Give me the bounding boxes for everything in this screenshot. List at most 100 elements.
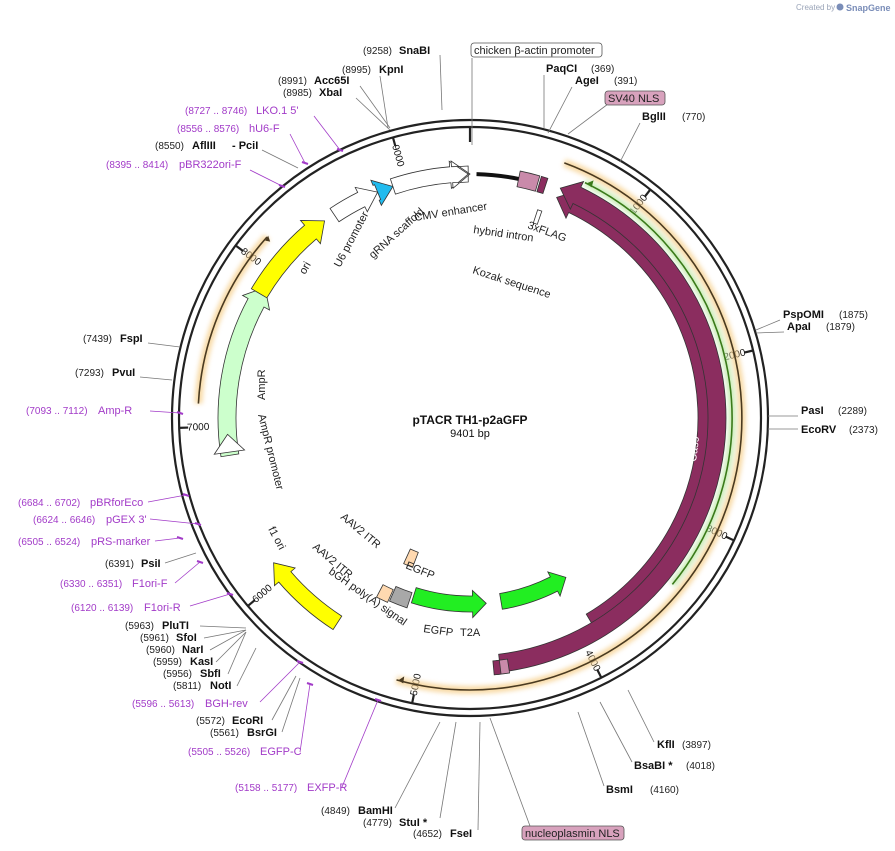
pvui-leader bbox=[139, 376, 173, 381]
svg-text:F1ori-F: F1ori-F bbox=[132, 578, 168, 590]
svg-text:ApaI: ApaI bbox=[787, 321, 811, 333]
svg-text:BsmI: BsmI bbox=[606, 784, 633, 796]
svg-text:(7439): (7439) bbox=[83, 334, 112, 345]
svg-text:- PciI: - PciI bbox=[232, 140, 258, 152]
svg-text:(7093 .. 7112): (7093 .. 7112) bbox=[26, 406, 88, 417]
ori-label: ori bbox=[297, 260, 314, 277]
primer-mark-6 bbox=[176, 536, 184, 540]
psii-leader bbox=[164, 552, 197, 564]
nls-box bbox=[536, 175, 549, 195]
svg-text:pBRforEco: pBRforEco bbox=[90, 497, 143, 509]
kasi-leader bbox=[215, 631, 247, 663]
fsei-leader bbox=[477, 721, 481, 831]
svg-text:NotI: NotI bbox=[210, 680, 231, 692]
primer-mark-0 bbox=[336, 148, 344, 152]
pbr322ori-leader bbox=[249, 169, 283, 187]
svg-text:BsaBI *: BsaBI * bbox=[634, 760, 673, 772]
f1-ori-band bbox=[273, 562, 343, 631]
tick-5000 bbox=[411, 694, 416, 704]
tick-label-7000: 7000 bbox=[187, 422, 210, 434]
grna-scaffold-label: gRNA scaffold bbox=[367, 206, 427, 261]
svg-text:AgeI: AgeI bbox=[575, 75, 599, 87]
bsabi-leader bbox=[599, 701, 633, 763]
afliii-leader bbox=[261, 149, 299, 169]
svg-text:(5505 .. 5526): (5505 .. 5526) bbox=[188, 747, 250, 758]
cmv-enhancer-band-end bbox=[450, 160, 471, 190]
primer-mark-9 bbox=[296, 660, 304, 664]
svg-text:(5959): (5959) bbox=[153, 657, 182, 668]
fspi-leader bbox=[147, 342, 181, 348]
svg-text:(1875): (1875) bbox=[839, 310, 868, 321]
svg-text:(2289): (2289) bbox=[838, 406, 867, 417]
svg-text:(5956): (5956) bbox=[163, 669, 192, 680]
svg-text:EXFP-R: EXFP-R bbox=[307, 782, 347, 794]
cas9-outer-label: Cas9 bbox=[687, 435, 702, 462]
primer-mark-5 bbox=[194, 522, 202, 526]
green-arc-head bbox=[586, 180, 594, 188]
svg-text:(3897): (3897) bbox=[682, 740, 711, 751]
svg-text:Amp-R: Amp-R bbox=[98, 405, 132, 417]
svg-text:FspI: FspI bbox=[120, 333, 143, 345]
tick-label-6000: 6000 bbox=[251, 582, 275, 605]
svg-text:pGEX 3': pGEX 3' bbox=[106, 514, 147, 526]
svg-text:KflI: KflI bbox=[657, 739, 675, 751]
svg-text:(2373): (2373) bbox=[849, 425, 878, 436]
svg-text:(5158 .. 5177): (5158 .. 5177) bbox=[235, 783, 297, 794]
u6-promoter-band bbox=[329, 186, 379, 223]
primer-mark-3 bbox=[176, 411, 184, 415]
svg-text:(8991): (8991) bbox=[278, 76, 307, 87]
aav2-itr-box-2 bbox=[376, 584, 394, 603]
features bbox=[213, 160, 727, 676]
tick-6000 bbox=[247, 599, 256, 607]
tick-2000 bbox=[744, 349, 754, 354]
svg-text:KpnI: KpnI bbox=[379, 64, 403, 76]
svg-text:(8727 .. 8746): (8727 .. 8746) bbox=[185, 106, 247, 117]
svg-text:pRS-marker: pRS-marker bbox=[91, 536, 151, 548]
svg-text:(6120 .. 6139): (6120 .. 6139) bbox=[71, 603, 133, 614]
bsmi-leader bbox=[577, 711, 605, 787]
green-arc bbox=[584, 181, 733, 585]
svg-text:BsrGI: BsrGI bbox=[247, 727, 277, 739]
plasmid-name: pTACR TH1-p2aGFP bbox=[412, 413, 527, 427]
sv40-leader bbox=[567, 103, 609, 135]
svg-text:nucleoplasmin NLS: nucleoplasmin NLS bbox=[525, 828, 620, 840]
ampr-promoter-label: AmpR promoter bbox=[255, 413, 286, 492]
svg-text:F1ori-R: F1ori-R bbox=[144, 602, 181, 614]
ecori-leader bbox=[271, 675, 297, 721]
svg-text:hU6-F: hU6-F bbox=[249, 123, 280, 135]
flag-box bbox=[516, 170, 541, 192]
svg-text:EcoRV: EcoRV bbox=[801, 424, 837, 436]
svg-text:(6330 .. 6351): (6330 .. 6351) bbox=[60, 579, 122, 590]
ampr-primer-arc bbox=[197, 236, 268, 404]
egfp-label-2: EGFP bbox=[423, 623, 454, 639]
svg-text:(5561): (5561) bbox=[210, 728, 239, 739]
tick-marks bbox=[179, 127, 754, 704]
tick-label-9000: 9000 bbox=[389, 144, 406, 169]
svg-text:chicken β-actin promoter: chicken β-actin promoter bbox=[474, 45, 595, 57]
hu6f-leader bbox=[289, 133, 306, 164]
cas9-inner-label: Cas9 bbox=[633, 429, 647, 456]
svg-text:(4779): (4779) bbox=[363, 818, 392, 829]
svg-text:(6624 .. 6646): (6624 .. 6646) bbox=[33, 515, 95, 526]
snapgene-logo-icon bbox=[836, 3, 844, 11]
t2a-label: T2A bbox=[460, 627, 481, 639]
tick-9000 bbox=[391, 137, 397, 147]
f1ori-f-leader bbox=[174, 561, 201, 584]
tick-4000 bbox=[596, 669, 603, 679]
bsrgi-leader bbox=[281, 677, 301, 733]
svg-text:(4160): (4160) bbox=[650, 785, 679, 796]
tick-3000 bbox=[725, 535, 735, 542]
grna-scaffold-band bbox=[370, 179, 394, 207]
svg-text:SnaBI: SnaBI bbox=[399, 45, 430, 57]
primer-mark-1 bbox=[301, 161, 309, 165]
snabi-leader bbox=[439, 54, 443, 111]
bgh-box bbox=[389, 585, 413, 609]
primer-mark-11 bbox=[374, 698, 382, 702]
primer-mark-7 bbox=[196, 560, 204, 564]
sbfi-leader bbox=[227, 631, 247, 675]
svg-text:(7293): (7293) bbox=[75, 368, 104, 379]
primer-mark-8 bbox=[226, 592, 234, 596]
svg-text:KasI: KasI bbox=[190, 656, 213, 668]
f1ori-r-leader bbox=[189, 593, 231, 607]
